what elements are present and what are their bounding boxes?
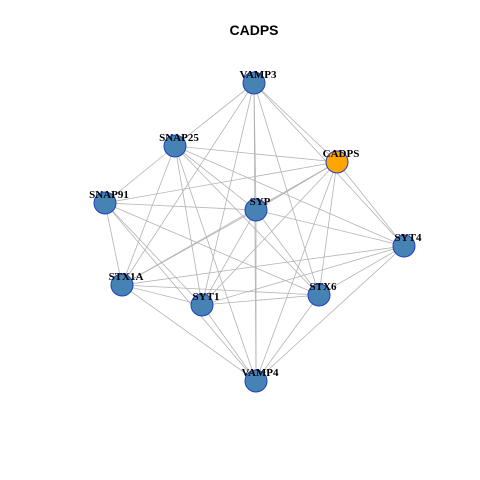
edge-vamp3-syt1: [201, 82, 255, 306]
node-circle: [163, 134, 187, 158]
edge-cadps-stx6: [318, 161, 338, 296]
node-circle: [242, 71, 266, 95]
edge-snap91-stx1a: [104, 202, 123, 286]
node-label: SNAP25: [159, 132, 199, 144]
edge-syt4-vamp4: [255, 245, 405, 382]
node-circle: [110, 273, 134, 297]
edge-layer: [104, 82, 405, 382]
edge-stx1a-vamp4: [121, 284, 257, 382]
node-label: SYP: [250, 196, 271, 208]
edge-syp-stx6: [255, 209, 320, 296]
edge-snap25-vamp4: [174, 145, 257, 382]
node-snap25: SNAP25: [159, 132, 199, 158]
edge-snap25-cadps: [174, 145, 338, 163]
edge-cadps-syt4: [336, 161, 405, 247]
node-circle: [244, 369, 268, 393]
edge-syt4-stx6: [318, 245, 405, 296]
edge-snap25-stx1a: [121, 145, 176, 286]
node-circle: [93, 191, 117, 215]
edge-snap91-vamp4: [104, 202, 257, 382]
edge-snap91-stx6: [104, 202, 320, 296]
node-label: STX6: [310, 281, 337, 293]
edge-cadps-snap91: [104, 161, 338, 204]
node-label: CADPS: [323, 148, 360, 160]
edge-snap25-syt1: [174, 145, 203, 306]
node-snap91: SNAP91: [89, 189, 129, 215]
node-syt4: SYT4: [392, 232, 422, 258]
edge-cadps-vamp4: [255, 161, 338, 382]
edge-snap25-syt4: [174, 145, 405, 247]
edge-vamp3-stx6: [253, 82, 320, 296]
edge-stx6-vamp4: [255, 294, 320, 382]
edge-syt4-syt1: [201, 245, 405, 306]
edge-snap25-stx6: [174, 145, 320, 296]
edge-syt1-vamp4: [201, 304, 257, 382]
node-circle: [392, 234, 416, 258]
node-circle: [244, 198, 268, 222]
node-label: STX1A: [109, 271, 144, 283]
node-circle: [190, 293, 214, 317]
node-label: VAMP4: [241, 367, 279, 379]
node-syt1: SYT1: [190, 291, 220, 317]
edge-syp-syt4: [255, 209, 405, 247]
node-circle: [307, 283, 331, 307]
node-label: VAMP3: [239, 69, 277, 81]
edge-vamp3-cadps: [253, 82, 338, 163]
node-circle: [325, 150, 349, 174]
edge-syt4-stx1a: [121, 245, 405, 286]
diagram-title: CADPS: [229, 22, 278, 38]
node-label: SYT4: [395, 232, 422, 244]
edge-snap25-snap91: [104, 145, 176, 204]
node-vamp4: VAMP4: [241, 367, 279, 393]
node-label: SNAP91: [89, 189, 129, 201]
node-stx1a: STX1A: [109, 271, 144, 297]
node-cadps: CADPS: [323, 148, 360, 174]
edge-cadps-syt1: [201, 161, 338, 306]
edge-syp-stx1a: [121, 209, 257, 286]
node-syp: SYP: [244, 196, 271, 222]
edge-vamp3-snap25: [174, 82, 255, 147]
node-vamp3: VAMP3: [239, 69, 277, 95]
edge-snap25-syp: [174, 145, 257, 211]
edge-snap91-syp: [104, 202, 257, 211]
edge-stx1a-stx6: [121, 284, 320, 296]
node-stx6: STX6: [307, 281, 337, 307]
edge-syt1-stx6: [201, 294, 320, 306]
node-label: SYT1: [193, 291, 220, 303]
edge-stx1a-syt1: [121, 284, 203, 306]
